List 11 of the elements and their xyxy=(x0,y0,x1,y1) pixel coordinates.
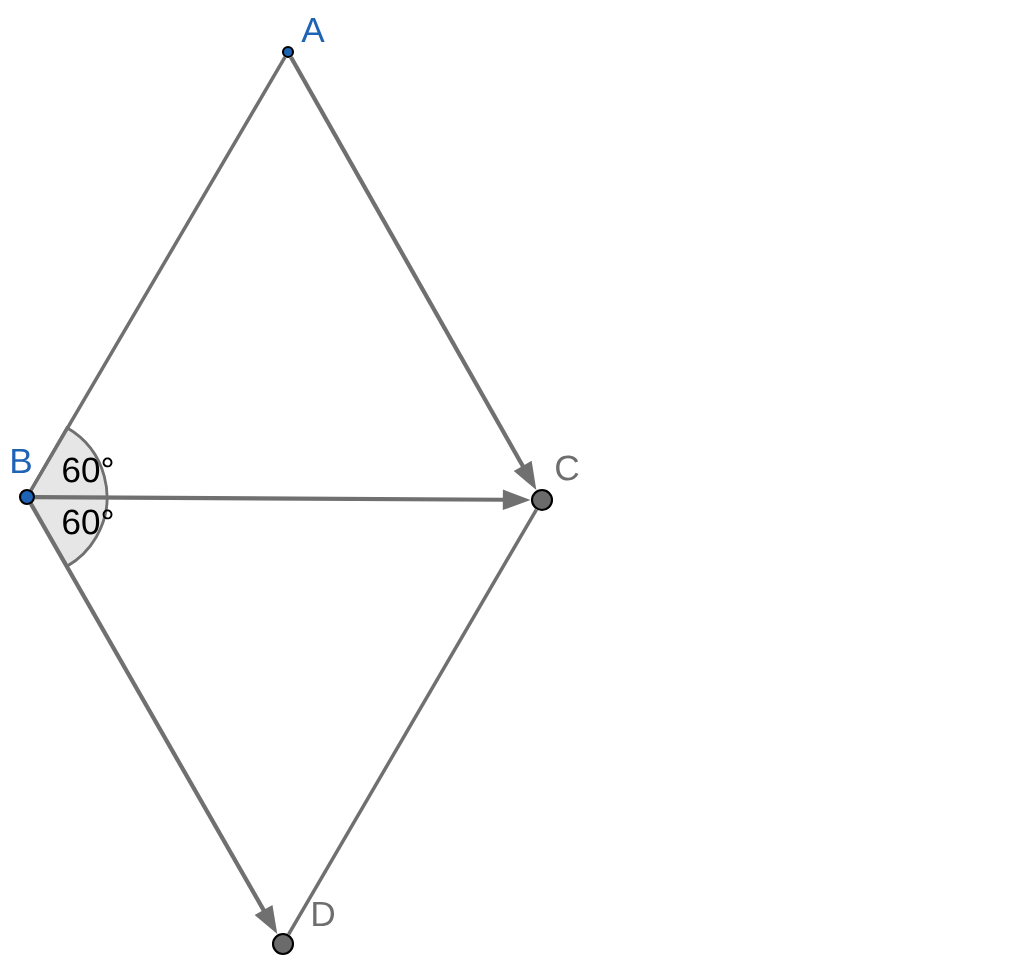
point-label: C xyxy=(556,455,579,481)
point-label: B xyxy=(12,448,31,474)
point-dot xyxy=(271,932,295,956)
point-dot xyxy=(18,488,36,506)
line-segment xyxy=(287,508,538,936)
line-segment xyxy=(29,56,287,491)
angle-label: 60° xyxy=(63,457,113,483)
point-label: A xyxy=(301,17,325,43)
angle-label: 60° xyxy=(63,509,113,535)
point-dot xyxy=(530,488,554,512)
point-label: D xyxy=(313,901,334,927)
